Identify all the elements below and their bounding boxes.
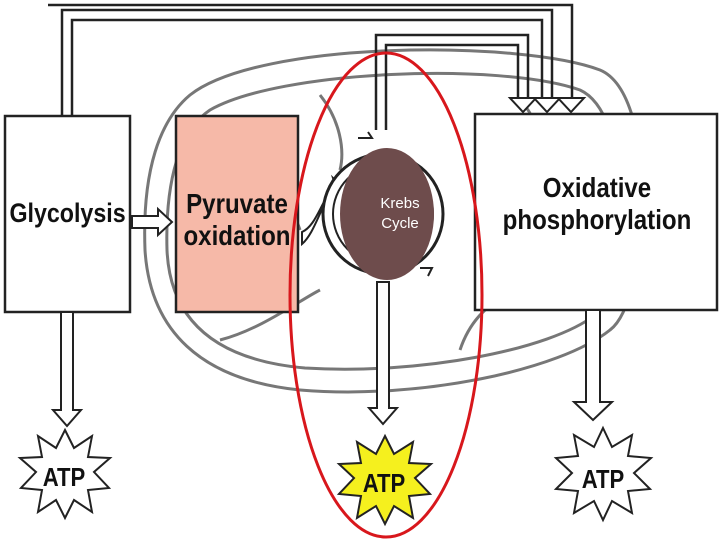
arrowhead-oxphos-1 xyxy=(507,97,539,114)
glycolysis-label: Glycolysis xyxy=(9,198,126,228)
atp-label-glycolysis: ATP xyxy=(42,462,86,492)
krebs-cycle-arrow-top xyxy=(358,131,374,139)
pyruvate-oxidation-label: Pyruvate oxidation xyxy=(181,188,293,252)
feedback-arrows xyxy=(48,3,574,130)
atp-label-krebs: ATP xyxy=(362,468,406,498)
atp-burst-2 xyxy=(336,433,434,527)
krebs-cycle-label: Krebs Cycle xyxy=(343,194,457,233)
oxidative-phosphorylation-box xyxy=(473,112,719,312)
down-arrows xyxy=(50,281,615,428)
arrowhead-oxphos-2 xyxy=(531,97,563,114)
pyruvate-label-line2: oxidation xyxy=(183,220,291,252)
atp-label-oxphos: ATP xyxy=(581,464,625,494)
oxphos-label-line2: phosphorylation xyxy=(502,204,692,236)
oxphos-label-line1: Oxidative xyxy=(542,172,652,203)
atp-burst-3 xyxy=(553,425,654,523)
krebs-highlight-oval xyxy=(288,51,484,539)
arrowhead-oxphos-3 xyxy=(555,97,587,114)
krebs-label-line1: Krebs xyxy=(380,195,420,212)
atp-burst-1 xyxy=(17,427,113,521)
krebs-cycle-core xyxy=(340,148,434,280)
krebs-cycle-arrow-bottom xyxy=(420,267,434,277)
pyruvate-label-line1: Pyruvate xyxy=(186,188,288,219)
krebs-label-line2: Cycle xyxy=(381,214,419,232)
pyruvate-oxidation-box xyxy=(174,114,300,314)
oxidative-phosphorylation-label: Oxidative phosphorylation xyxy=(495,172,700,236)
arrow-glycolysis-to-pyruvate xyxy=(131,206,174,238)
